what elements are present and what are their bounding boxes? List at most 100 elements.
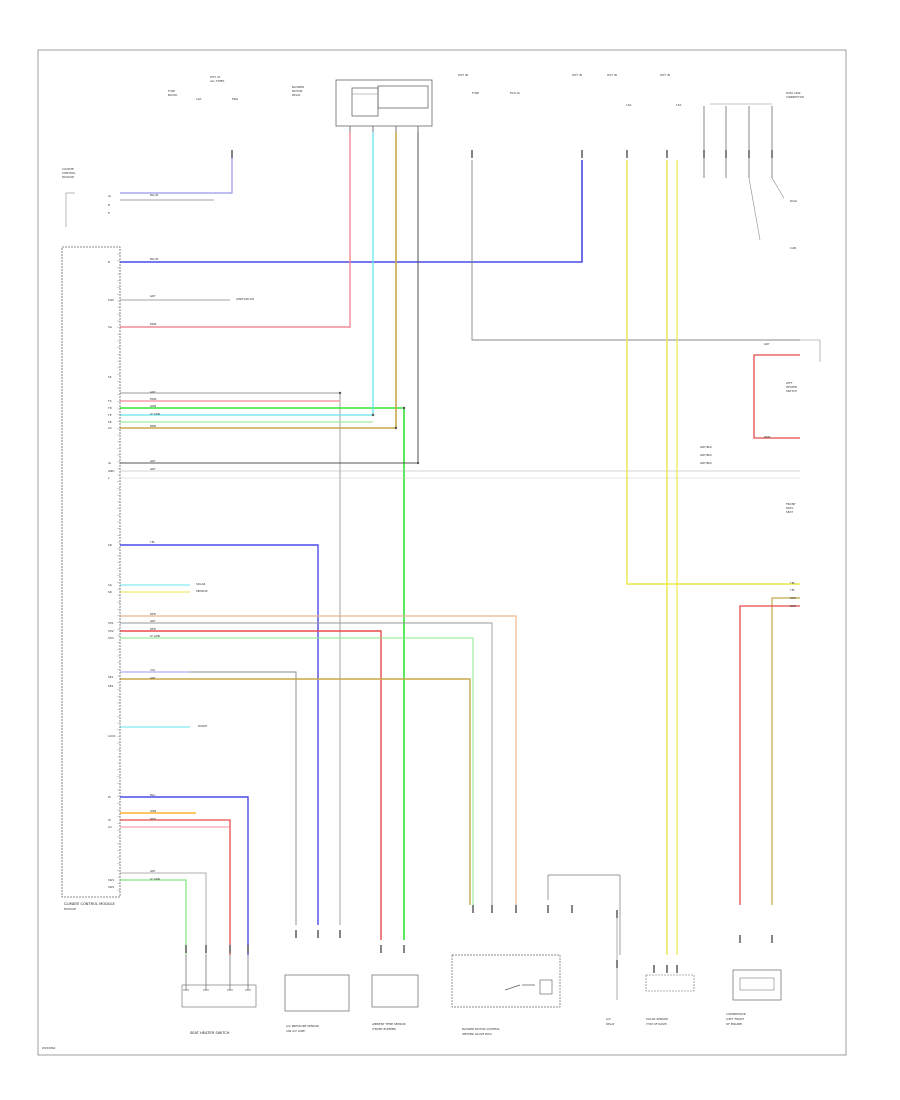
blower-sub: (BEHIND GLOVE BOX) xyxy=(462,1032,492,1036)
sh-pin xyxy=(185,945,187,953)
fuse-r2: HOT IN xyxy=(572,73,582,77)
blower-pin xyxy=(515,905,517,913)
r-w: GRY/BLK xyxy=(700,461,712,465)
ambient-sensor-box xyxy=(371,974,419,1008)
wire-sw1 xyxy=(120,872,207,955)
wire-right-loop xyxy=(753,354,800,439)
w-lbl: GRY xyxy=(150,390,156,394)
stub-lbl: SOLAR xyxy=(196,582,206,586)
sh-pin xyxy=(247,945,249,953)
dlc-lbl: CONNECTOR xyxy=(786,95,804,99)
pin-label: AC xyxy=(108,426,112,430)
blower-pin-2 xyxy=(547,905,549,913)
solar-sensor-box xyxy=(645,974,695,992)
ecm-sub: MODULE xyxy=(64,907,76,911)
acrelay-lbl: RELAY xyxy=(606,1022,615,1026)
wire-sh3-red xyxy=(120,630,382,940)
solar-label: SOLAR SENSOR xyxy=(646,1017,668,1021)
pin-label: TR xyxy=(107,406,112,410)
rbox-lbl: SWITCH xyxy=(786,389,797,393)
ambient-sub: (FRONT BUMPER) xyxy=(372,1027,396,1031)
compressor-label: COMPRESSOR xyxy=(726,1012,746,1016)
conn-diag xyxy=(748,177,761,241)
fuse-l2: 10A xyxy=(196,97,202,101)
w-lbl: RED xyxy=(150,817,156,821)
pin-label: L xyxy=(108,476,110,480)
w-lbl: ORN xyxy=(150,809,156,813)
w-lbl: GRY xyxy=(764,342,770,346)
fuse-r4: HOT IN xyxy=(660,73,670,77)
wire-comp-red xyxy=(739,605,800,905)
fuse-l3: ENG xyxy=(232,97,238,101)
acrelay-pin xyxy=(616,910,618,918)
pin-label: B xyxy=(108,260,110,264)
pin-label: SE xyxy=(108,420,112,424)
fuse-r1b: FUSE xyxy=(472,91,479,95)
junction-dot xyxy=(402,406,406,410)
acp-pin xyxy=(295,930,297,938)
pin-e: E xyxy=(108,211,110,215)
w-lbl: VIO xyxy=(150,668,156,672)
w-lbl: GRY xyxy=(150,467,156,471)
rbox2: SEAT xyxy=(786,510,793,514)
solar-pin xyxy=(653,965,655,973)
wire-sh2-gray xyxy=(120,622,493,905)
relay-inner-2 xyxy=(377,85,429,109)
fuse-r5: 10A xyxy=(626,103,632,107)
relay-lbl: RELAY xyxy=(292,93,301,97)
w-lbl: LT GRN xyxy=(150,412,160,416)
pin-label: SH3 xyxy=(108,636,114,640)
dlc-lbl: DATA LINK xyxy=(786,91,801,95)
w-lbl: LT GRN xyxy=(150,877,160,881)
wire-te-green xyxy=(120,407,405,940)
pin-label: TE xyxy=(107,413,112,417)
junction-dot xyxy=(338,391,342,395)
ac-pressure-label: A/C PRESSURE SENSOR xyxy=(286,1024,319,1028)
dlc2: DIAG xyxy=(790,199,797,203)
pin-label: IG xyxy=(108,461,111,465)
wire-relay-1 xyxy=(120,132,351,328)
wire-sh4-lg xyxy=(120,637,474,905)
w-lbl: BRN xyxy=(150,424,156,428)
conn-diag xyxy=(771,177,785,199)
compressor-sub: OF ENGINE) xyxy=(726,1022,743,1026)
junction-dot xyxy=(371,413,375,417)
amb-pin xyxy=(380,945,382,953)
r-w: GRY/BLK xyxy=(700,445,712,449)
relay-lbl: MOTOR xyxy=(292,89,303,93)
acp-pin xyxy=(317,930,319,938)
wire-bplus xyxy=(120,160,583,263)
fuse-r1: HOT IN xyxy=(458,73,468,77)
seat-heater-switch-box xyxy=(181,984,257,1008)
compressor-box xyxy=(732,969,782,1001)
acp-pin xyxy=(339,930,341,938)
r-w: GRY/BLK xyxy=(700,453,712,457)
pin-label: HI xyxy=(108,818,111,822)
comp-pin xyxy=(739,935,741,943)
w-lbl: GRY xyxy=(150,294,156,298)
power-src-label: CONTROL xyxy=(62,171,76,175)
fuse-conn-r3 xyxy=(626,150,628,158)
page-frame xyxy=(37,49,847,1056)
climate-control-module xyxy=(61,246,121,898)
wire-ig-feed xyxy=(120,150,233,194)
relay-inner-1 xyxy=(351,87,379,117)
power-src-label: CLIMATE xyxy=(62,167,74,171)
pin-label: GND xyxy=(108,469,114,473)
fuse-l: BLOCK xyxy=(168,93,178,97)
blower-pin-2 xyxy=(571,905,573,913)
comp-pin xyxy=(771,935,773,943)
wire-se1 xyxy=(120,671,297,925)
w-lbl: GRN xyxy=(150,404,156,408)
solar-sub: (TOP OF DASH) xyxy=(646,1022,667,1026)
fuse-conn xyxy=(231,150,233,158)
rbox-lbl: HEATER xyxy=(786,385,797,389)
r-lbl: RED xyxy=(790,596,796,600)
stub-lbl: SENSOR xyxy=(196,589,208,593)
rbox-lbl: LEFT xyxy=(786,381,793,385)
blower-pin xyxy=(491,905,493,913)
pin-label: S5 xyxy=(108,375,112,379)
seat-heater-switch-label: SEAT HEATER SWITCH xyxy=(190,1031,230,1035)
pin-b: B xyxy=(108,203,110,207)
fuse-r3: HOT IN xyxy=(607,73,617,77)
